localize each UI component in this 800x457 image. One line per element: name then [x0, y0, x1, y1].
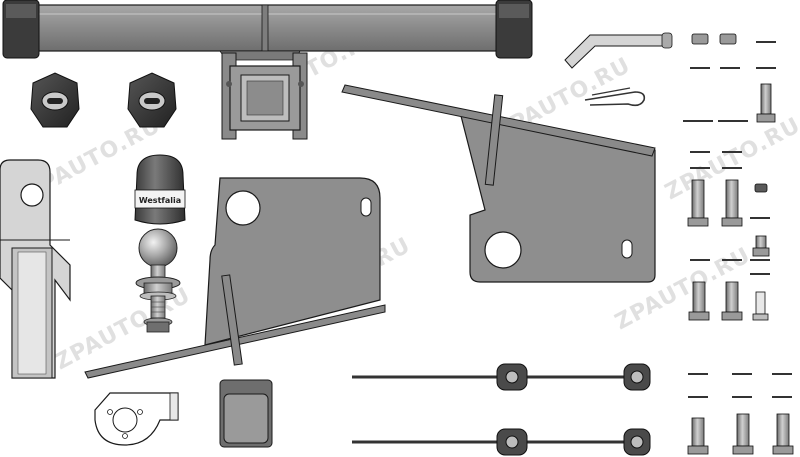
mounting-bracket-icon	[341, 84, 656, 283]
mounting-bracket-icon	[84, 177, 386, 379]
bolt-icon	[721, 281, 743, 321]
ball-cover-label: Westfalia	[139, 196, 181, 205]
spring-clip-icon	[584, 87, 646, 107]
bolt-icon	[756, 83, 776, 123]
tie-rod-icon	[352, 363, 651, 391]
nut-icon	[719, 33, 737, 45]
socket-plate-icon	[94, 392, 179, 446]
hitch-pin-icon	[564, 32, 673, 69]
hardware-set	[683, 33, 794, 455]
rubber-bushing-icon	[30, 72, 177, 128]
bolt-icon	[752, 291, 769, 321]
tow-ball-icon	[135, 228, 181, 333]
bolt-icon	[772, 413, 794, 455]
bolt-icon	[687, 417, 709, 455]
bolt-icon	[752, 235, 770, 257]
bolt-icon	[688, 281, 710, 321]
nut-icon	[754, 183, 768, 193]
hitch-receiver-icon	[221, 52, 308, 140]
bolt-icon	[721, 179, 743, 227]
ball-cover-icon: Westfalia	[134, 154, 186, 225]
bolt-icon	[687, 179, 709, 227]
side-mount-bracket-icon	[0, 159, 71, 379]
nut-icon	[691, 33, 709, 45]
tie-rod-icon	[352, 428, 651, 456]
bolt-icon	[732, 413, 754, 455]
receiver-cap-icon	[219, 379, 273, 448]
tow-bar-crossbeam-icon	[2, 0, 533, 61]
